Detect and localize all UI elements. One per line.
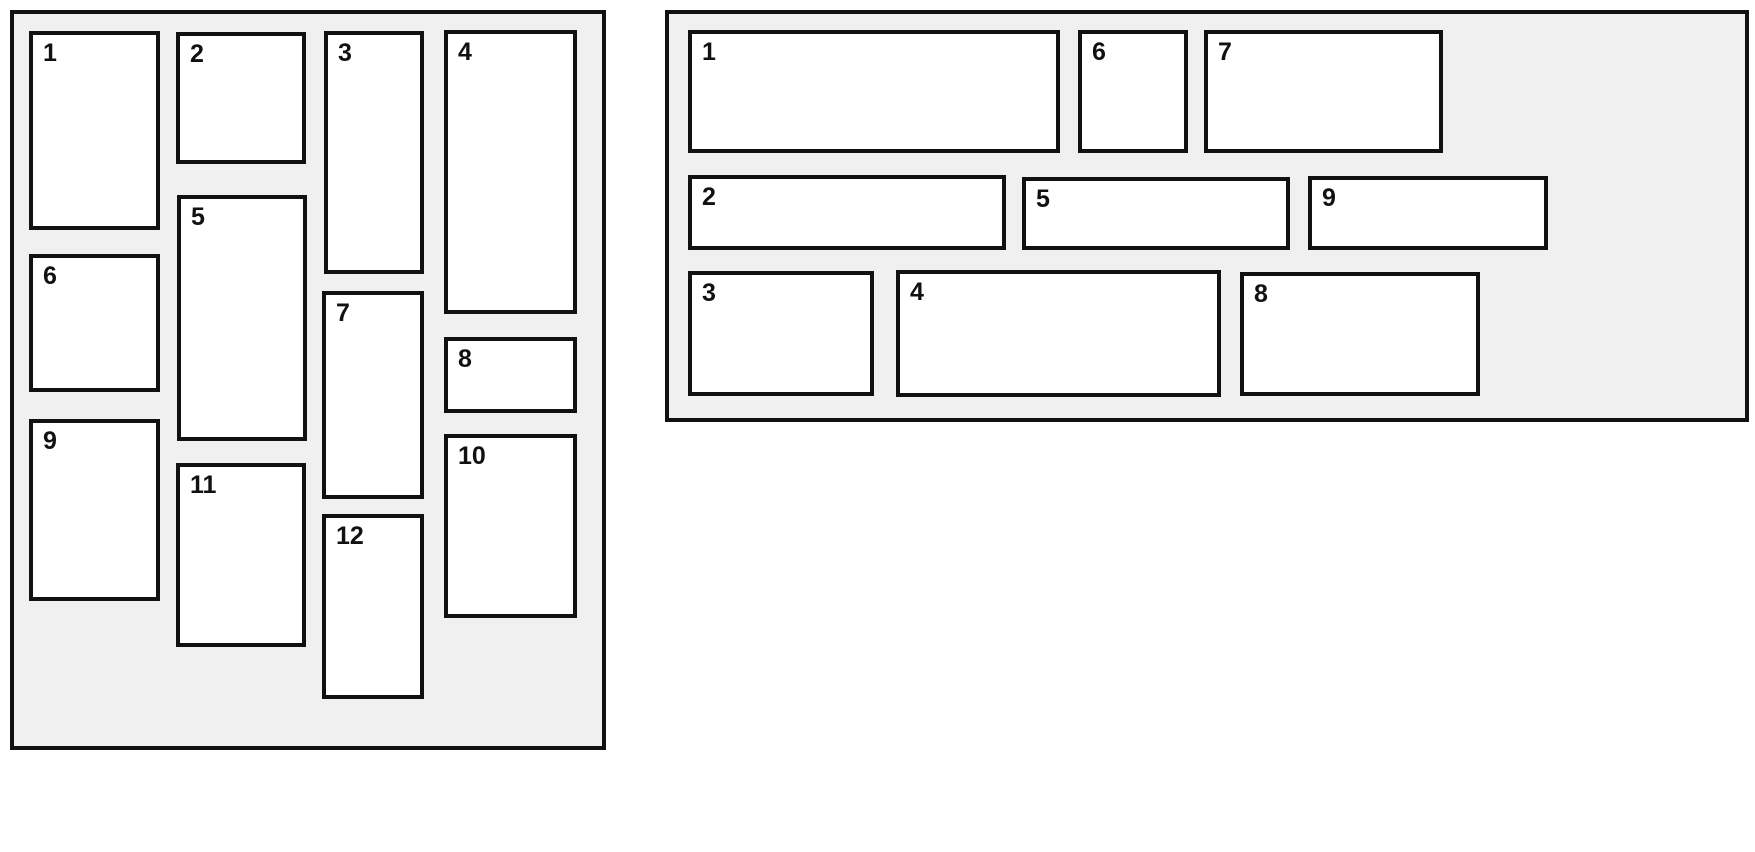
- layout-cell-left-panel-10[interactable]: 10: [444, 434, 577, 618]
- layout-cell-label: 8: [458, 345, 472, 373]
- layout-cell-right-panel-2[interactable]: 2: [688, 175, 1006, 250]
- layout-cell-label: 1: [43, 39, 57, 67]
- layout-cell-label: 7: [336, 299, 350, 327]
- layout-cell-label: 2: [702, 183, 716, 211]
- layout-cell-left-panel-3[interactable]: 3: [324, 31, 424, 274]
- layout-cell-right-panel-8[interactable]: 8: [1240, 272, 1480, 396]
- layout-cell-left-panel-1[interactable]: 1: [29, 31, 160, 230]
- layout-cell-left-panel-9[interactable]: 9: [29, 419, 160, 601]
- layout-cell-label: 2: [190, 40, 204, 68]
- layout-cell-label: 11: [190, 471, 217, 499]
- layout-cell-right-panel-5[interactable]: 5: [1022, 177, 1290, 250]
- layout-cell-right-panel-1[interactable]: 1: [688, 30, 1060, 153]
- layout-cell-label: 8: [1254, 280, 1268, 308]
- layout-cell-left-panel-4[interactable]: 4: [444, 30, 577, 314]
- layout-cell-label: 3: [702, 279, 716, 307]
- layout-cell-right-panel-3[interactable]: 3: [688, 271, 874, 396]
- layout-cell-left-panel-11[interactable]: 11: [176, 463, 306, 647]
- layout-cell-label: 4: [910, 278, 924, 306]
- layout-cell-label: 5: [191, 203, 205, 231]
- layout-cell-left-panel-8[interactable]: 8: [444, 337, 577, 413]
- layout-cell-label: 7: [1218, 38, 1232, 66]
- layout-cell-label: 12: [336, 522, 364, 550]
- layout-cell-left-panel-6[interactable]: 6: [29, 254, 160, 392]
- layout-cell-right-panel-6[interactable]: 6: [1078, 30, 1188, 153]
- layout-cell-label: 4: [458, 38, 472, 66]
- layout-cell-label: 1: [702, 38, 716, 66]
- layout-cell-left-panel-7[interactable]: 7: [322, 291, 424, 499]
- layout-cell-right-panel-7[interactable]: 7: [1204, 30, 1443, 153]
- layout-cell-label: 6: [43, 262, 57, 290]
- layout-cell-left-panel-5[interactable]: 5: [177, 195, 307, 441]
- layout-cell-right-panel-9[interactable]: 9: [1308, 176, 1548, 250]
- layout-cell-label: 3: [338, 39, 352, 67]
- layout-cell-left-panel-2[interactable]: 2: [176, 32, 306, 164]
- layout-cell-label: 9: [1322, 184, 1336, 212]
- layout-cell-right-panel-4[interactable]: 4: [896, 270, 1221, 397]
- layout-cell-label: 5: [1036, 185, 1050, 213]
- layout-cell-left-panel-12[interactable]: 12: [322, 514, 424, 699]
- layout-cell-label: 6: [1092, 38, 1106, 66]
- layout-cell-label: 9: [43, 427, 57, 455]
- layout-cell-label: 10: [458, 442, 486, 470]
